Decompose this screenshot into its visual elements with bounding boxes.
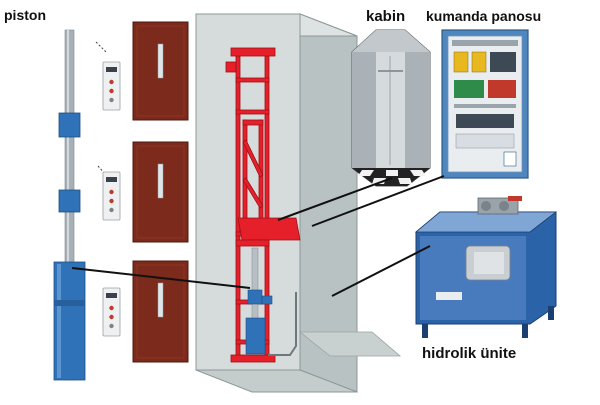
guide-rail-right — [264, 55, 270, 362]
frame-crosshead — [230, 47, 276, 57]
piston-collar-middle — [58, 189, 81, 213]
label-piston: piston — [4, 7, 46, 23]
valve-knob-icon — [481, 201, 491, 211]
elevator-shaft — [195, 13, 402, 393]
controller-icon — [490, 52, 516, 72]
call-button-icon — [109, 79, 114, 85]
leader-cabin — [277, 177, 393, 221]
door-window — [157, 43, 164, 79]
call-panel-plate — [102, 171, 121, 221]
tank-leg — [422, 324, 428, 338]
shaft-piston-rod — [251, 247, 259, 321]
call-panel-top — [102, 61, 121, 111]
label-control-panel: kumanda panosu — [426, 8, 542, 24]
shaft-piston — [245, 247, 297, 356]
landing-door-top — [132, 21, 189, 121]
piston-collar-upper — [58, 112, 81, 138]
call-button-icon — [109, 88, 114, 94]
leader-hydraulic-unit — [331, 245, 431, 297]
shaft-piston-collar — [247, 289, 263, 305]
call-button-icon — [109, 97, 114, 103]
control-panel-image — [441, 29, 529, 179]
terminal-block-icon — [456, 114, 514, 128]
relay-icon — [471, 51, 487, 73]
car-platform — [237, 217, 301, 241]
call-panel-bottom — [102, 287, 121, 337]
piston-assembly — [53, 29, 86, 381]
door-window — [157, 163, 164, 199]
shaft-floor-slab — [298, 331, 402, 357]
leader-control-panel — [311, 175, 445, 227]
control-panel-components — [453, 51, 517, 167]
hydraulic-pipe — [268, 292, 297, 356]
cabin-left-wall — [352, 52, 376, 168]
frame-top-bracket — [225, 61, 237, 73]
call-button-icon — [109, 198, 114, 204]
oil-tank-top — [414, 211, 558, 233]
piston-cylinder-highlight — [57, 264, 61, 378]
floor-tile — [358, 170, 374, 176]
car-sling-diagonal — [242, 139, 264, 178]
shaft-piston-cylinder — [245, 317, 266, 355]
label-cabin: kabin — [366, 8, 406, 25]
frame-brace — [235, 77, 270, 83]
relay-icon — [453, 51, 469, 73]
call-button-icon — [109, 305, 114, 311]
leader-lines — [71, 175, 445, 297]
hydraulic-unit-image — [414, 196, 558, 338]
cabin-handrail — [378, 70, 403, 72]
tank-leg — [548, 306, 554, 320]
car-frame — [225, 47, 301, 363]
tank-leg — [522, 324, 528, 338]
cabin-image — [351, 29, 431, 187]
floor-indicator — [106, 177, 117, 182]
leader-piston — [71, 267, 251, 289]
call-button-icon — [109, 189, 114, 195]
cabin-floor-tiles — [358, 170, 426, 184]
piston-cylinder-band — [54, 300, 85, 306]
pump-motor-highlight — [474, 252, 504, 274]
circuit-board-icon — [488, 80, 516, 98]
call-panel-plate — [102, 61, 121, 111]
landing-door-middle — [132, 141, 189, 243]
floor-indicator — [106, 293, 117, 298]
door-frame-inner — [136, 145, 185, 239]
floor-mark-1 — [95, 41, 107, 53]
breaker-row-icon — [455, 133, 515, 149]
floor-tile — [410, 170, 426, 176]
cabin-right-wall — [405, 52, 430, 168]
label-hydraulic-unit: hidrolik ünite — [422, 345, 517, 362]
frame-base — [230, 354, 276, 363]
car-sling-top — [242, 119, 264, 126]
door-frame-inner — [136, 25, 185, 117]
unit-nameplate — [436, 292, 462, 300]
shaft-valve — [261, 295, 273, 305]
cabin-ceiling — [352, 30, 430, 52]
control-panel-rail — [452, 40, 518, 46]
floor-indicator — [106, 67, 117, 72]
door-window — [157, 282, 164, 318]
floor-tile — [386, 170, 398, 176]
car-platform-edge — [235, 239, 270, 247]
floor-tile — [398, 178, 412, 184]
call-button-icon — [109, 207, 114, 213]
valve-handle-icon — [508, 196, 522, 201]
call-panel-middle — [102, 171, 121, 221]
call-panel-plate — [102, 287, 121, 337]
terminal-rail — [454, 104, 516, 108]
car-sling-diagonal — [242, 177, 264, 209]
circuit-board-icon — [454, 80, 484, 98]
shaft-front-wall — [195, 13, 301, 371]
call-button-icon — [109, 323, 114, 329]
frame-brace — [235, 109, 270, 115]
label-plate-icon — [503, 151, 517, 167]
valve-knob-icon — [499, 201, 509, 211]
car-sling-left — [242, 119, 248, 221]
call-button-icon — [109, 314, 114, 320]
shaft-base — [195, 369, 358, 393]
guide-rail-left — [235, 55, 241, 362]
door-frame-inner — [136, 264, 185, 359]
